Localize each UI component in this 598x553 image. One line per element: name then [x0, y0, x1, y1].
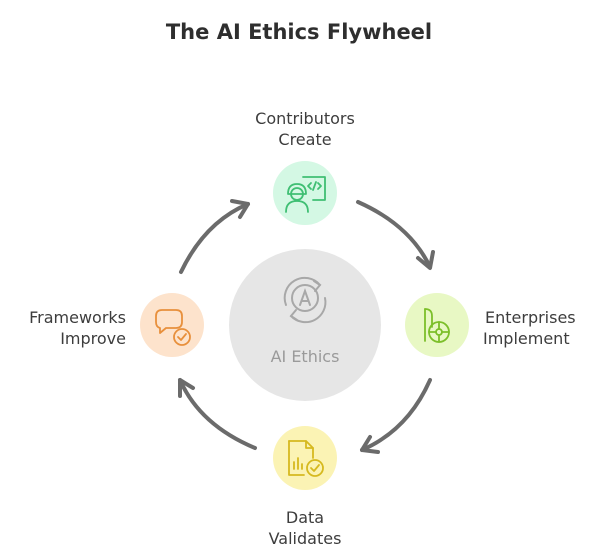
chat-check-icon	[155, 309, 191, 346]
center-label: AI Ethics	[270, 347, 340, 366]
chart-check-icon	[288, 440, 324, 477]
diagram-title: The AI Ethics Flywheel	[165, 20, 433, 44]
node-frameworks-line2: Improve	[60, 329, 126, 348]
center-circle	[229, 249, 381, 401]
node-contributors-line1: Contributors	[255, 109, 355, 128]
node-enterprises-label: Enterprises Implement	[483, 307, 593, 349]
node-frameworks-line1: Frameworks	[29, 308, 126, 327]
developer-code-icon	[285, 176, 326, 213]
rotating-a-icon	[283, 276, 327, 324]
node-contributors-label: Contributors Create	[228, 108, 382, 150]
node-data	[273, 426, 337, 490]
arrow-bottom-left	[178, 378, 257, 450]
arrow-top-right	[356, 200, 432, 269]
node-enterprises	[405, 293, 469, 357]
node-data-line1: Data	[285, 508, 325, 527]
node-frameworks	[140, 293, 204, 357]
node-contributors-line2: Create	[278, 130, 332, 149]
node-enterprises-line1: Enterprises	[485, 308, 576, 327]
arrow-bottom-right	[360, 378, 432, 452]
node-frameworks-label: Frameworks Improve	[2, 307, 126, 349]
node-contributors	[273, 161, 337, 225]
node-data-label: Data Validates	[228, 507, 382, 549]
network-b-icon	[424, 308, 450, 343]
node-data-line2: Validates	[268, 529, 342, 548]
arrow-top-left	[179, 202, 250, 274]
node-enterprises-line2: Implement	[483, 329, 570, 348]
cycle-arrows	[178, 199, 435, 454]
